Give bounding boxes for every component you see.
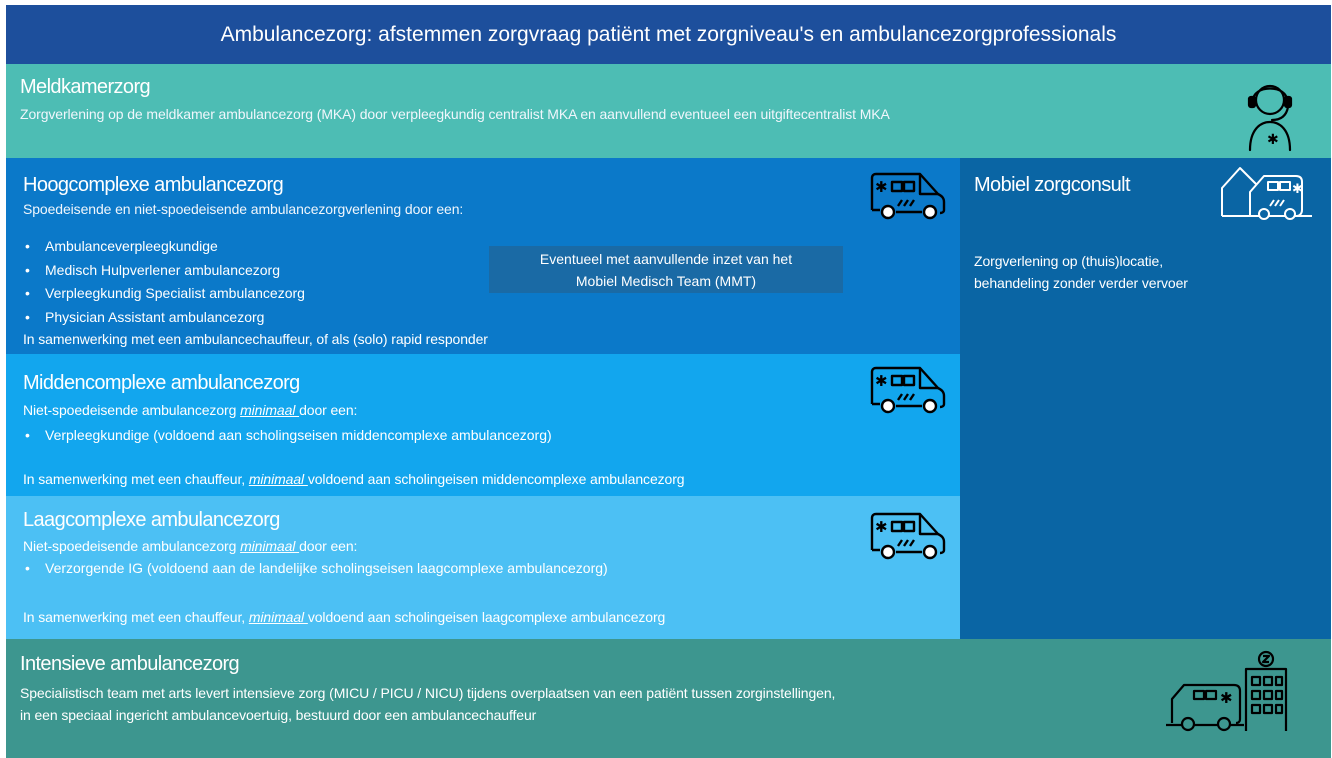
hoogcomplex-bullet-list: •Ambulanceverpleegkundige •Medisch Hulpv… <box>23 235 305 329</box>
ambulance-icon: ✱ <box>870 172 946 220</box>
title-bar: Ambulancezorg: afstemmen zorgvraag patië… <box>6 5 1331 64</box>
mobiel-zorgconsult-section: Mobiel zorgconsult Zorgverlening op (thu… <box>960 158 1331 639</box>
intensief-heading: Intensieve ambulancezorg <box>20 653 240 675</box>
intensief-text: Specialistisch team met arts levert inte… <box>20 685 836 723</box>
ambulance-icon: ✱ <box>870 366 946 414</box>
middencomplex-section: Middencomplexe ambulancezorg Niet-spoede… <box>6 354 960 496</box>
middencomplex-subtitle: Niet-spoedeisende ambulancezorg minimaal… <box>23 402 358 418</box>
meldkamer-section: Meldkamerzorg Zorgverlening op de meldka… <box>6 64 1331 158</box>
svg-text:✱: ✱ <box>875 372 888 390</box>
intensief-section: Intensieve ambulancezorg Specialistisch … <box>6 639 1331 758</box>
list-item: •Ambulanceverpleegkundige <box>25 238 218 254</box>
middencomplex-heading: Middencomplexe ambulancezorg <box>23 372 300 394</box>
svg-text:✱: ✱ <box>875 518 888 536</box>
svg-text:✱: ✱ <box>875 178 888 196</box>
middencomplex-footer: In samenwerking met een chauffeur, minim… <box>23 471 685 487</box>
laagcomplex-subtitle: Niet-spoedeisende ambulancezorg minimaal… <box>23 538 358 554</box>
ambulance-hospital-icon: ✱ <box>1166 650 1288 732</box>
list-item: •Verpleegkundige (voldoend aan scholings… <box>25 427 552 443</box>
hoogcomplex-footer: In samenwerking met een ambulancechauffe… <box>23 331 488 347</box>
hoogcomplex-section: Hoogcomplexe ambulancezorg Spoedeisende … <box>6 158 960 354</box>
mobiel-text: Zorgverlening op (thuis)locatie, behande… <box>974 253 1188 291</box>
middencomplex-bullet-list: •Verpleegkundige (voldoend aan scholings… <box>23 424 552 448</box>
list-item: •Medisch Hulpverlener ambulancezorg <box>25 261 281 278</box>
mobiel-heading: Mobiel zorgconsult <box>974 174 1131 196</box>
hoogcomplex-heading: Hoogcomplexe ambulancezorg <box>23 174 284 196</box>
mmt-note-box: Eventueel met aanvullende inzet van het … <box>489 246 843 293</box>
laagcomplex-section: Laagcomplexe ambulancezorg Niet-spoedeis… <box>6 496 960 639</box>
list-item: •Verpleegkundig Specialist ambulancezorg <box>25 285 305 301</box>
list-item: •Physician Assistant ambulancezorg <box>25 308 265 325</box>
laagcomplex-bullet-list: •Verzorgende IG (voldoend aan de landeli… <box>23 557 608 581</box>
laagcomplex-footer: In samenwerking met een chauffeur, minim… <box>23 609 666 625</box>
svg-text:✱: ✱ <box>1267 132 1279 148</box>
headset-operator-icon: ✱ <box>1247 84 1293 152</box>
meldkamer-text: Zorgverlening op de meldkamer ambulancez… <box>20 106 890 122</box>
ambulance-icon: ✱ <box>870 512 946 560</box>
laagcomplex-heading: Laagcomplexe ambulancezorg <box>23 509 280 531</box>
hoogcomplex-subtitle: Spoedeisende en niet-spoedeisende ambula… <box>23 201 464 217</box>
meldkamer-heading: Meldkamerzorg <box>20 76 151 98</box>
list-item: •Verzorgende IG (voldoend aan de landeli… <box>25 560 608 576</box>
svg-text:✱: ✱ <box>1220 689 1233 707</box>
svg-text:✱: ✱ <box>1292 182 1303 197</box>
home-ambulance-icon: ✱ <box>1221 167 1312 220</box>
page-title: Ambulancezorg: afstemmen zorgvraag patië… <box>220 22 1117 46</box>
